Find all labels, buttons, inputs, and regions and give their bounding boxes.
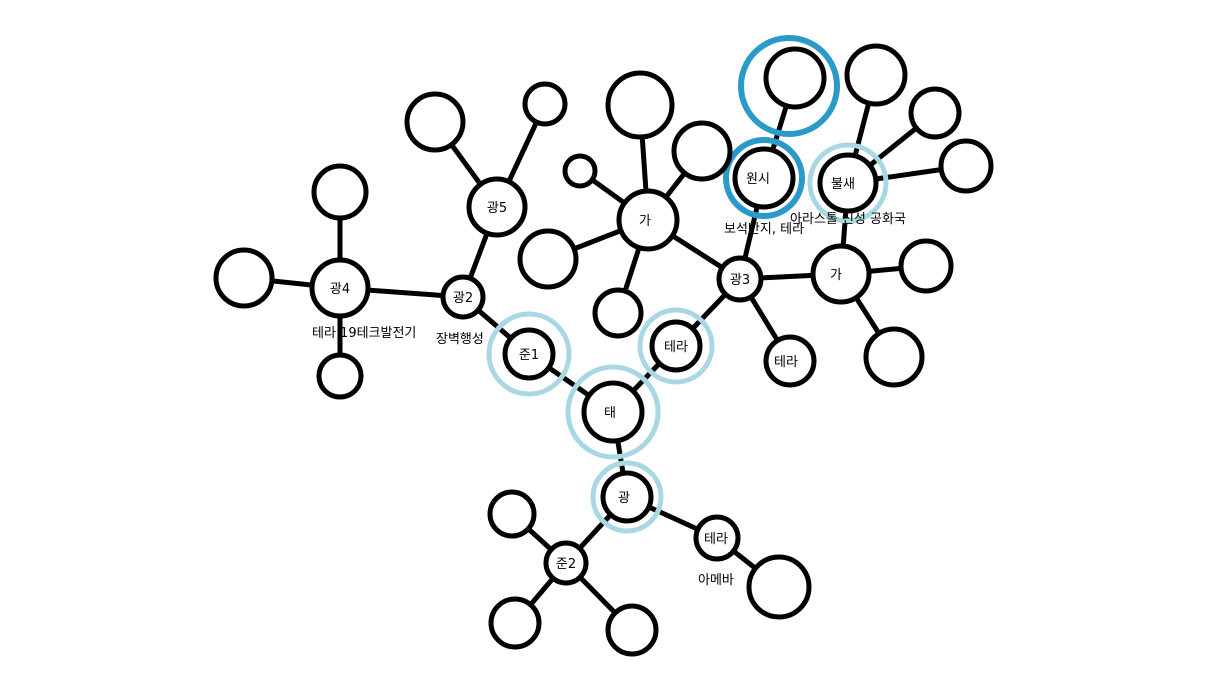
annotation-wonsi: 보석반지, 테라 — [724, 222, 804, 237]
node-label: 준2 — [556, 557, 576, 572]
node — [562, 153, 598, 189]
node-tera-lower: 테라 — [763, 334, 817, 388]
node-label: 테라 — [704, 532, 728, 547]
node — [488, 596, 542, 650]
node — [311, 163, 369, 221]
node — [592, 287, 644, 339]
node — [404, 91, 466, 153]
node-label: 원시 — [746, 172, 770, 187]
node — [938, 138, 994, 194]
node-gwang: 광 — [600, 470, 654, 524]
unlabeled-nodes — [213, 43, 994, 657]
annotation-gwang2: 장벽행성 — [436, 331, 484, 347]
highlight-ring-gwang — [590, 460, 664, 534]
node-label: 가 — [639, 214, 651, 229]
node-label: 가 — [830, 268, 842, 283]
node — [213, 247, 275, 309]
node-label: 광5 — [487, 201, 507, 216]
node — [844, 43, 908, 107]
node-ga-right: 가 — [810, 243, 872, 305]
node-wonsi: 원시 — [732, 146, 796, 210]
node-jun1: 준1 — [502, 327, 556, 381]
highlight-ring-tera — [637, 307, 715, 385]
annotation-gwang4: 테라 19테크발전기 — [312, 326, 416, 341]
highlight-ring-bulsae — [807, 142, 889, 224]
labeled-nodes: 광4 광2 광5 준1 가 광3 원시 불새 — [309, 146, 879, 586]
node-label: 광3 — [730, 273, 750, 288]
annotations: 테라 19테크발전기 장벽행성 보석반지, 테라 아라스톨 신성 공화국 아메바 — [312, 212, 906, 588]
node-tae: 태 — [581, 380, 645, 444]
node — [522, 81, 568, 127]
annotation-tera-bottom: 아메바 — [698, 573, 734, 588]
node — [746, 554, 812, 620]
node-label: 테라 — [774, 355, 798, 370]
node — [487, 489, 537, 539]
highlight-ring-top — [738, 35, 840, 137]
node-label: 테라 — [664, 340, 688, 355]
node-tera-upper: 테라 — [649, 319, 703, 373]
highlight-ring-wonsi — [723, 137, 805, 219]
node — [908, 86, 962, 140]
node-label: 광 — [618, 491, 630, 506]
node-label: 준1 — [519, 348, 539, 363]
node-ga-center: 가 — [616, 188, 680, 252]
node — [898, 238, 954, 294]
node — [517, 228, 579, 290]
highlight-rings — [486, 35, 889, 534]
annotation-bulsae: 아라스톨 신성 공화국 — [790, 212, 906, 227]
node-gwang2: 광2 — [440, 274, 486, 320]
node-label: 태 — [604, 406, 616, 421]
node — [763, 46, 827, 110]
node-tera-bottom: 테라 — [693, 514, 741, 562]
node-label: 광2 — [453, 291, 473, 306]
node — [605, 70, 675, 140]
highlight-ring-jun1 — [486, 311, 572, 397]
node — [316, 352, 364, 400]
highlight-ring-tae — [565, 364, 661, 460]
node-label: 광4 — [330, 282, 350, 297]
node — [863, 326, 925, 388]
node-bulsae: 불새 — [817, 152, 879, 214]
node-jun2: 준2 — [543, 540, 589, 586]
node — [605, 603, 659, 657]
node — [671, 120, 733, 182]
node-label: 불새 — [831, 177, 855, 192]
node-gwang5: 광5 — [466, 176, 528, 238]
node-gwang3: 광3 — [716, 255, 764, 303]
node-gwang4: 광4 — [309, 257, 371, 319]
